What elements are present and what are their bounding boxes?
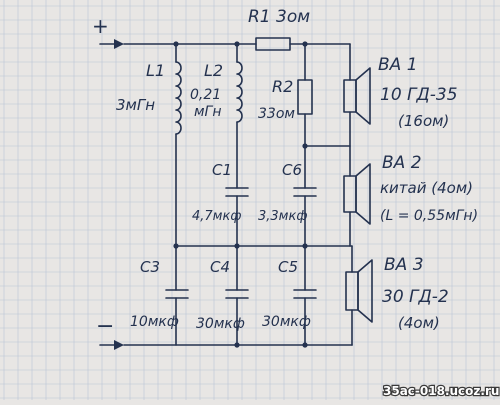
speaker-ba3-icon: [345, 259, 373, 323]
l2-value-unit: мГн: [194, 104, 222, 120]
c3-value: 10мкф: [130, 314, 179, 330]
r2-ref: R2: [272, 77, 293, 96]
inductor-l1: [175, 43, 182, 291]
c6-value: 3,3мкф: [258, 209, 307, 224]
ba2-impedance: (L = 0,55мГн): [380, 208, 478, 224]
capacitor-c4: [225, 245, 249, 346]
l2-value-number: 0,21: [190, 87, 221, 103]
capacitor-c5: [293, 245, 317, 346]
l1-value: 3мГн: [116, 96, 155, 114]
capacitor-c1: [225, 187, 249, 247]
l1-ref: L1: [146, 61, 165, 80]
l2-ref: L2: [204, 61, 223, 80]
site-watermark: 35ac-018.ucoz.ru: [383, 384, 499, 398]
ba2-model: китай (4ом): [380, 179, 473, 197]
c1-ref: C1: [212, 161, 232, 179]
ba3-ref: ВА 3: [384, 255, 424, 275]
plus-input-arrow: [99, 39, 124, 49]
minus-input-arrow: [99, 340, 124, 350]
speaker-ba1-icon: [343, 67, 371, 125]
minus-terminal-label: −: [96, 314, 114, 339]
r1-ref: R1: [248, 7, 271, 27]
c1-value: 4,7мкф: [192, 209, 241, 224]
r2-value: 33ом: [258, 106, 295, 122]
c5-value: 30мкф: [262, 314, 311, 330]
c5-ref: C5: [278, 258, 298, 276]
mid-node-wire: [304, 111, 351, 177]
ba2-ref: ВА 2: [382, 153, 422, 173]
lower-node-wire: [175, 211, 353, 346]
ba3-impedance: (4ом): [398, 314, 440, 332]
ba1-ref: ВА 1: [378, 55, 418, 75]
c4-value: 30мкф: [196, 316, 245, 332]
r1-value: 3ом: [276, 7, 310, 27]
c4-ref: C4: [210, 258, 230, 276]
c6-ref: C6: [282, 161, 302, 179]
resistor-r2: [297, 43, 313, 147]
c3-ref: C3: [140, 258, 160, 276]
ba3-model: 30 ГД-2: [382, 287, 449, 307]
speaker-ba2-icon: [343, 163, 371, 225]
capacitor-c3: [165, 289, 189, 346]
resistor-r1: [255, 37, 291, 51]
inductor-l2: [236, 43, 243, 189]
ba1-impedance: (16ом): [398, 112, 449, 130]
ba1-model: 10 ГД-35: [380, 85, 458, 105]
junction-dots: [173, 41, 308, 348]
capacitor-c6: [293, 145, 317, 247]
top-rail-wire: [123, 43, 351, 81]
plus-terminal-label: +: [92, 14, 109, 38]
